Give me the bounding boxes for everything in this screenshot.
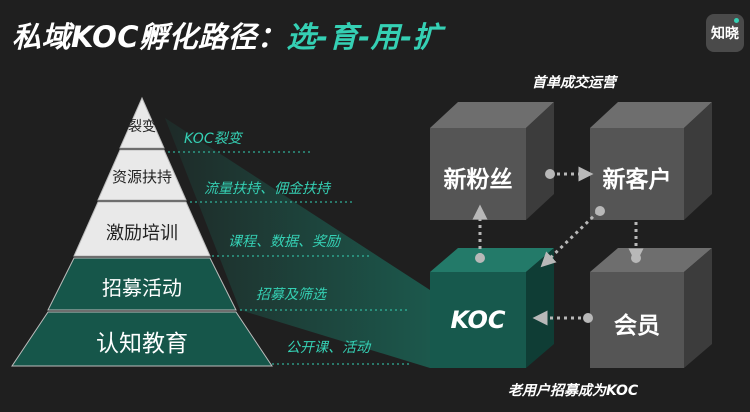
cube-koc-side [526, 248, 554, 368]
pyramid-tier-5 [11, 311, 273, 367]
cube-new-fans-top [430, 102, 554, 128]
zhixiao-logo-icon: 知晓 [706, 14, 744, 52]
pyramid-tier-3 [73, 201, 211, 257]
cube-member-top [590, 248, 712, 272]
leader-lines [158, 151, 410, 365]
arrow-dot [595, 206, 605, 216]
tier-note-2: 流量扶持、佣金扶持 [204, 181, 330, 197]
arrow-dot [475, 253, 485, 263]
cube-new-fans-side [526, 102, 554, 220]
logo-text: 知晓 [711, 26, 739, 42]
logo-dot [734, 18, 739, 23]
cube-new-customer [590, 102, 712, 220]
node-member-label: 会员 [614, 313, 660, 339]
flow-arrows [472, 166, 644, 326]
pyramid-tier-2 [97, 149, 187, 201]
tier-label-1: 裂变 [128, 119, 156, 135]
tier-label-5: 认知教育 [96, 331, 188, 357]
tier-label-4: 招募活动 [102, 276, 182, 300]
tier-note-5: 公开课、活动 [286, 340, 370, 356]
arrow-dot [631, 253, 641, 263]
page-title: 私域KOC孵化路径：选-育-用-扩 [12, 14, 442, 56]
cube-koc-front [430, 272, 526, 368]
cube-koc [430, 248, 554, 368]
cube-member-front [590, 272, 684, 368]
cube-new-customer-top [590, 102, 712, 128]
cube-koc-top [430, 248, 554, 272]
tier-note-3: 课程、数据、奖励 [228, 234, 340, 250]
flow-top-caption: 首单成交运营 [532, 75, 616, 91]
tier-note-4: 招募及筛选 [256, 287, 326, 303]
dotted-arrow-icon [540, 210, 600, 268]
node-koc-label: KOC [450, 306, 506, 334]
tier-note-1: KOC裂变 [184, 131, 242, 147]
flow-bottom-caption: 老用户招募成为KOC [508, 383, 639, 399]
pyramid-tier-4 [47, 257, 237, 311]
node-new-customer-label: 新客户 [602, 167, 672, 193]
cube-new-customer-front [590, 128, 684, 220]
tier-label-2: 资源扶持 [111, 168, 172, 186]
arrow-dot [583, 313, 593, 323]
cube-member [590, 248, 712, 368]
arrow-dot [545, 169, 555, 179]
page-title-accent: 选-育-用-扩 [286, 20, 443, 54]
cube-new-customer-side [684, 102, 712, 220]
beam-shape [165, 118, 430, 368]
node-new-fans-label: 新粉丝 [443, 167, 513, 193]
pyramid-tier-1 [119, 96, 165, 149]
pyramid [11, 96, 273, 367]
page-title-main: 私域KOC孵化路径： [12, 20, 287, 54]
cube-member-side [684, 248, 712, 368]
arrow-origin-dots [475, 169, 641, 323]
tier-label-3: 激励培训 [106, 223, 178, 244]
